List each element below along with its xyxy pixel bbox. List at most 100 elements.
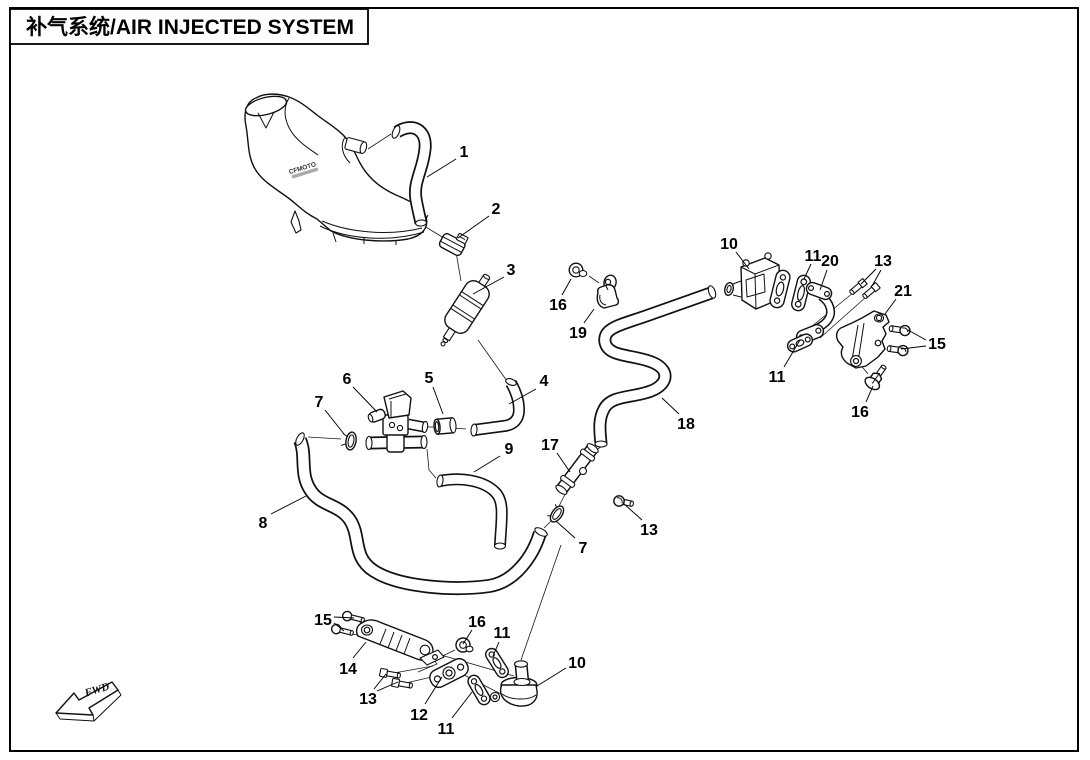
callout-13b: 13 bbox=[640, 522, 658, 539]
callout-11d: 11 bbox=[438, 721, 455, 738]
part-clamp-7-right bbox=[547, 504, 565, 523]
part-fitting-17 bbox=[555, 443, 599, 495]
part-hose-4 bbox=[470, 378, 526, 437]
leader-line-11d bbox=[451, 691, 473, 719]
leader-line-2 bbox=[457, 215, 490, 239]
callout-19: 19 bbox=[569, 325, 587, 342]
part-bracket-14 bbox=[355, 619, 445, 666]
leader-line-7b bbox=[555, 520, 576, 539]
part-clip-19 bbox=[596, 274, 620, 309]
callout-16c: 16 bbox=[468, 614, 486, 631]
part-bolt-13-middle bbox=[613, 495, 634, 507]
callout-9: 9 bbox=[505, 441, 514, 458]
leader-line-13a bbox=[860, 268, 877, 285]
callout-3: 3 bbox=[507, 262, 516, 279]
callout-20: 20 bbox=[821, 253, 839, 270]
part-plug-16-bottom bbox=[455, 637, 474, 653]
leader-line-13c bbox=[373, 673, 387, 690]
callout-15a: 15 bbox=[928, 336, 946, 353]
leader-line-5 bbox=[432, 386, 444, 415]
leader-line-4 bbox=[508, 388, 537, 405]
part-air-intake-duct: CFMOTO bbox=[244, 93, 429, 245]
part-filter-3 bbox=[440, 273, 491, 347]
leader-line-18 bbox=[661, 397, 680, 415]
callout-21: 21 bbox=[894, 283, 912, 300]
leader-line-6 bbox=[352, 386, 378, 413]
callout-13a: 13 bbox=[874, 253, 892, 270]
leader-line-21 bbox=[884, 298, 897, 315]
page-border bbox=[9, 7, 1079, 752]
callout-6: 6 bbox=[343, 371, 352, 388]
leader-line-15b bbox=[333, 616, 355, 619]
leader-line-19 bbox=[583, 308, 595, 324]
duct-partnumber-blur bbox=[291, 167, 319, 179]
leader-line-14 bbox=[352, 641, 367, 659]
leader-line-3 bbox=[472, 276, 505, 295]
part-gasket-11-top bbox=[791, 274, 811, 312]
part-reed-valve-10-bottom bbox=[489, 660, 538, 707]
part-solenoid-valve-6 bbox=[365, 390, 429, 453]
leader-line-16c bbox=[462, 629, 473, 645]
callout-12: 12 bbox=[410, 707, 428, 724]
part-bolt-13-a bbox=[849, 277, 868, 295]
leader-line-13a bbox=[871, 269, 882, 287]
part-bolt-15-a bbox=[888, 324, 911, 337]
part-bracket-21 bbox=[835, 310, 890, 369]
callout-7b: 7 bbox=[579, 540, 588, 557]
callout-16a: 16 bbox=[549, 297, 567, 314]
leader-line-16b bbox=[865, 385, 874, 403]
part-clamp-2 bbox=[438, 232, 469, 257]
callout-8: 8 bbox=[259, 515, 268, 532]
callout-15b: 15 bbox=[314, 612, 332, 629]
leader-line-15a bbox=[907, 329, 927, 341]
callout-2: 2 bbox=[492, 201, 501, 218]
callout-1: 1 bbox=[460, 144, 469, 161]
title-box bbox=[9, 8, 369, 45]
leader-line-16a bbox=[561, 278, 572, 296]
part-adapter-12 bbox=[429, 657, 469, 689]
leader-line-10a bbox=[735, 251, 750, 270]
part-bolt-15-d bbox=[330, 623, 354, 636]
leader-line-7a bbox=[324, 409, 345, 435]
callout-layer: 1234567789101011111111121313131415151616… bbox=[259, 144, 946, 738]
part-bolt-13-d bbox=[391, 677, 413, 689]
part-reed-valve-10-top bbox=[723, 252, 791, 310]
callout-10b: 10 bbox=[568, 655, 586, 672]
leader-line-20 bbox=[819, 269, 828, 291]
part-hose-8 bbox=[293, 432, 548, 596]
part-gasket-11-second bbox=[786, 333, 814, 353]
callout-4: 4 bbox=[540, 373, 549, 390]
part-bolt-15-b bbox=[886, 344, 909, 357]
part-hose-18 bbox=[593, 285, 717, 448]
callout-16b: 16 bbox=[851, 404, 869, 421]
leader-line-1 bbox=[426, 158, 457, 178]
leader-line-12 bbox=[424, 676, 443, 705]
part-clamp-7-left bbox=[340, 431, 357, 451]
leader-line-13b bbox=[622, 502, 643, 521]
page-title: 补气系统/AIR INJECTED SYSTEM bbox=[25, 15, 354, 39]
part-bolt-15-c bbox=[341, 610, 365, 623]
leader-line-17 bbox=[556, 452, 571, 473]
leader-line-9 bbox=[473, 455, 501, 473]
part-hose-1 bbox=[391, 121, 432, 227]
callout-10a: 10 bbox=[720, 236, 738, 253]
leader-line-10b bbox=[536, 667, 567, 687]
callout-17: 17 bbox=[541, 437, 559, 454]
leader-line-8 bbox=[270, 495, 307, 515]
callout-11a: 11 bbox=[805, 248, 822, 265]
callout-18: 18 bbox=[677, 416, 695, 433]
part-gasket-11-bottom-a bbox=[485, 647, 509, 679]
leader-line-11b bbox=[783, 339, 801, 368]
callout-11b: 11 bbox=[769, 369, 786, 386]
callout-7a: 7 bbox=[315, 394, 324, 411]
callout-13c: 13 bbox=[359, 691, 377, 708]
part-flange-bolt-16-right bbox=[864, 364, 887, 391]
leader-line-13c bbox=[376, 681, 399, 692]
callout-14: 14 bbox=[339, 661, 357, 678]
part-hose-9 bbox=[436, 473, 508, 550]
fwd-direction-arrow: FWD bbox=[55, 681, 122, 722]
leader-line-15a bbox=[900, 345, 927, 350]
leader-line-15b bbox=[333, 622, 345, 632]
